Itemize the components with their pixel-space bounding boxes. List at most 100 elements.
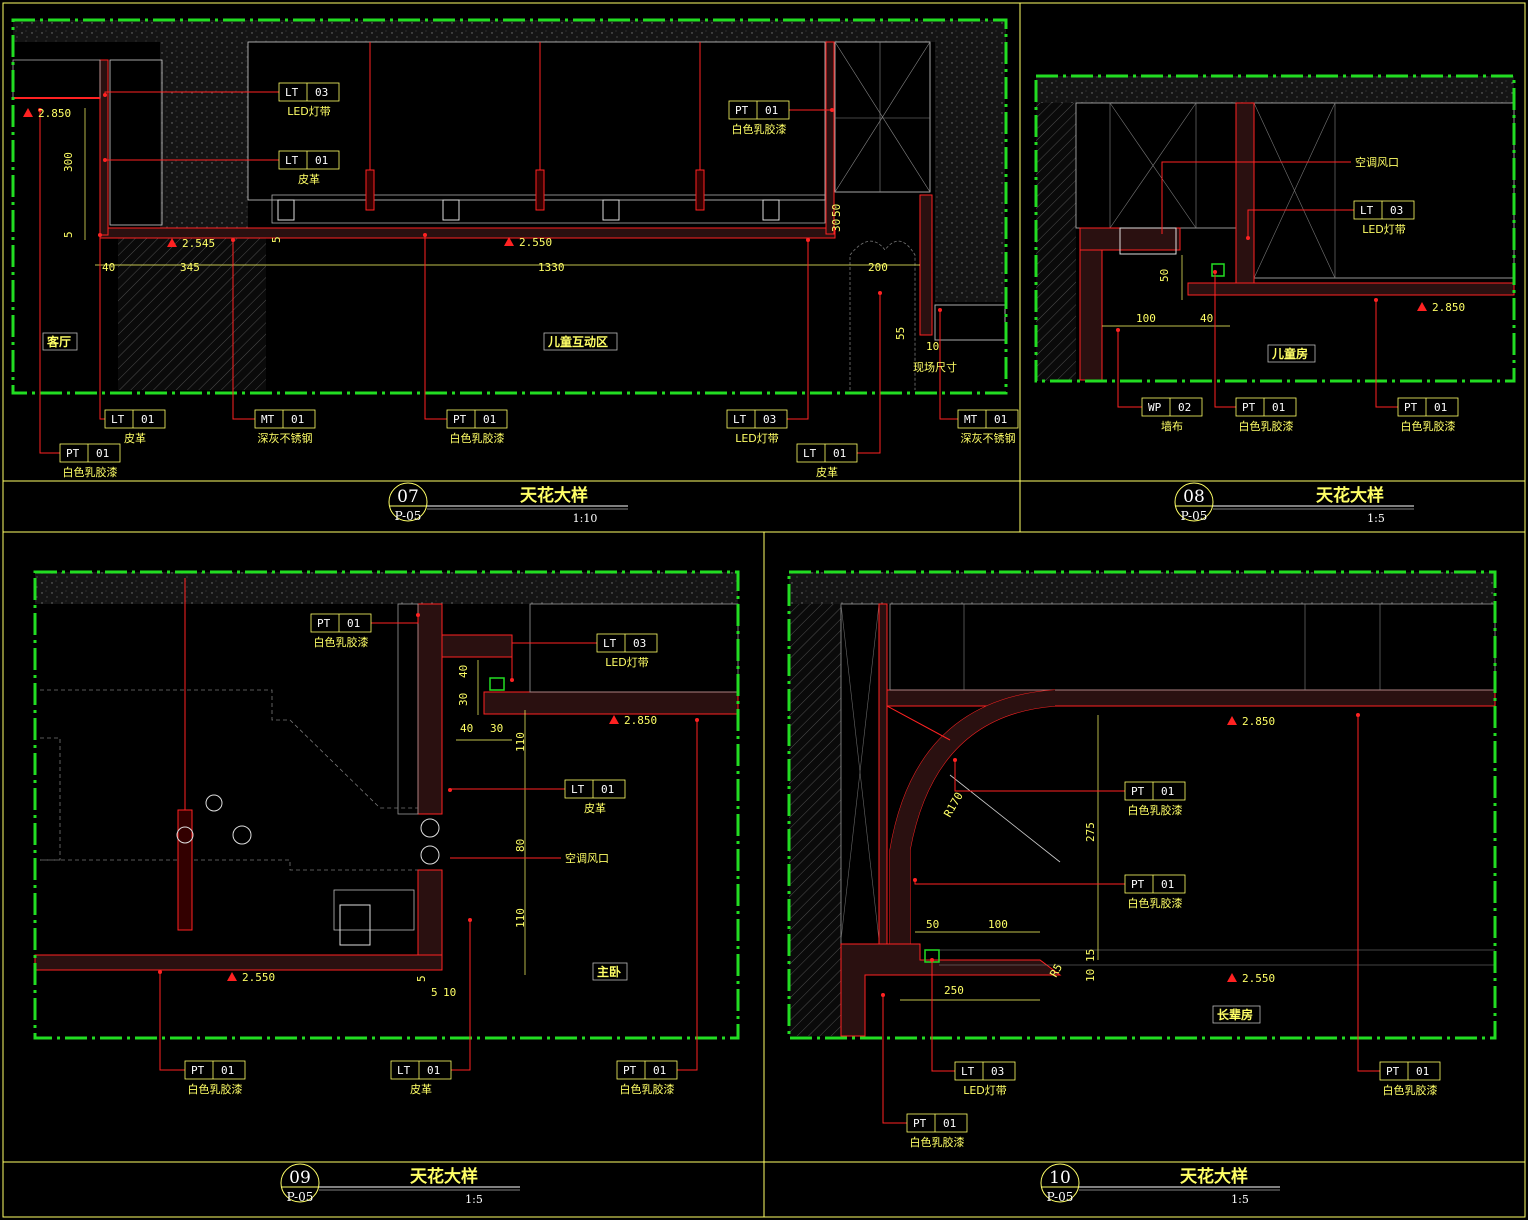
sheet-reference: P-05 (1181, 509, 1208, 523)
detail-number: 07 (397, 487, 419, 507)
tag-code: PT (1404, 401, 1418, 414)
level-triangle-icon (609, 715, 619, 724)
leader-dot (103, 93, 107, 97)
tag-code: PT (623, 1064, 637, 1077)
detail-scale: 1:10 (573, 512, 598, 525)
tag-number: 01 (291, 413, 304, 426)
tag-box (957, 409, 1019, 429)
level-triangle-icon (1417, 302, 1427, 311)
tag-caption: LED灯带 (735, 432, 779, 445)
leader-dot (953, 758, 957, 762)
tag-code: PT (913, 1117, 927, 1130)
leader-dot (1374, 298, 1378, 302)
tag-code: MT (964, 413, 978, 426)
detail-08-geometry (1036, 76, 1515, 381)
level-triangle-icon (227, 972, 237, 981)
tag-number: 01 (943, 1117, 956, 1130)
tag-number: 01 (1272, 401, 1285, 414)
tag-box (59, 443, 121, 463)
material-tag (38, 108, 121, 463)
tag-box (390, 1060, 452, 1080)
dimension-text: 40 (457, 665, 470, 678)
room-label-box (1267, 344, 1316, 363)
material-tag (448, 779, 626, 799)
dimension-text: 10 (926, 340, 939, 353)
tag-code: LT (285, 86, 299, 99)
tag-code: LT (285, 154, 299, 167)
detail-09-geometry (34, 572, 739, 971)
room-label: 长辈房 (1217, 1007, 1253, 1022)
detail-09-annotations (158, 613, 699, 1203)
dimension-text: 40 (102, 261, 115, 274)
detail-07-geometry (12, 20, 1006, 390)
dimension-text: R5 (1047, 962, 1065, 980)
tag-number: 03 (1390, 204, 1403, 217)
tag-caption: LED灯带 (287, 105, 331, 118)
tag-code: PT (191, 1064, 205, 1077)
detail-07-annotations (23, 82, 1019, 522)
tag-box (1141, 397, 1203, 417)
tag-box (728, 100, 790, 120)
leader-dot (510, 678, 514, 682)
material-tag (728, 100, 834, 120)
dimension-text: R170 (941, 790, 966, 819)
leader-line (882, 995, 967, 1124)
leader-dot (881, 993, 885, 997)
dimension-text: 345 (180, 261, 200, 274)
tag-box (906, 1113, 968, 1133)
material-tag (231, 238, 316, 429)
level-value: 2.850 (1432, 301, 1465, 314)
material-tag (103, 82, 340, 102)
material-tag (1116, 328, 1203, 417)
tag-number: 01 (427, 1064, 440, 1077)
tag-number: 01 (483, 413, 496, 426)
note-leader (1161, 161, 1351, 234)
leader-line (1357, 715, 1440, 1072)
tag-box (184, 1060, 246, 1080)
dimension-text: 50 (830, 204, 843, 217)
level-value: 2.545 (182, 237, 215, 250)
leader-dot (231, 238, 235, 242)
material-tag (310, 613, 420, 633)
leader-dot (913, 878, 917, 882)
tag-code: PT (1131, 878, 1145, 891)
tag-number: 03 (763, 413, 776, 426)
leader-dot (830, 108, 834, 112)
leader-line (931, 960, 1015, 1072)
dimension-text: 30 (457, 693, 470, 706)
tag-box (1124, 781, 1186, 801)
leader-dot (695, 718, 699, 722)
detail-number: 10 (1049, 1168, 1071, 1188)
leader-dot (878, 291, 882, 295)
dimension-text: 275 (1084, 822, 1097, 842)
room-label: 儿童互动区 (547, 334, 608, 349)
detail-number: 08 (1183, 487, 1205, 507)
tag-code: MT (261, 413, 275, 426)
tag-box (278, 150, 340, 170)
material-tag (1374, 298, 1459, 417)
tag-caption: 白色乳胶漆 (1239, 419, 1294, 433)
level-value: 2.850 (624, 714, 657, 727)
tag-code: PT (453, 413, 467, 426)
detail-bubble (1174, 482, 1214, 522)
tag-number: 03 (991, 1065, 1004, 1078)
tag-box (446, 409, 508, 429)
leader-dot (38, 108, 42, 112)
material-tag (103, 150, 340, 170)
tag-caption: 白色乳胶漆 (1128, 896, 1183, 910)
leader-dot (98, 233, 102, 237)
level-value: 2.550 (519, 236, 552, 249)
dimension-text: 1330 (538, 261, 565, 274)
tag-box (104, 409, 166, 429)
tag-caption: 深灰不锈钢 (258, 431, 313, 445)
room-label-box (592, 962, 628, 981)
tag-box (1397, 397, 1459, 417)
level-triangle-icon (23, 108, 33, 117)
dimension-text: 30 (490, 722, 503, 735)
title-block (388, 482, 628, 522)
leader-line (677, 720, 698, 1071)
tag-caption: 皮革 (410, 1082, 432, 1096)
leader-line (787, 240, 809, 420)
leader-line (424, 235, 507, 420)
leader-dot (468, 918, 472, 922)
